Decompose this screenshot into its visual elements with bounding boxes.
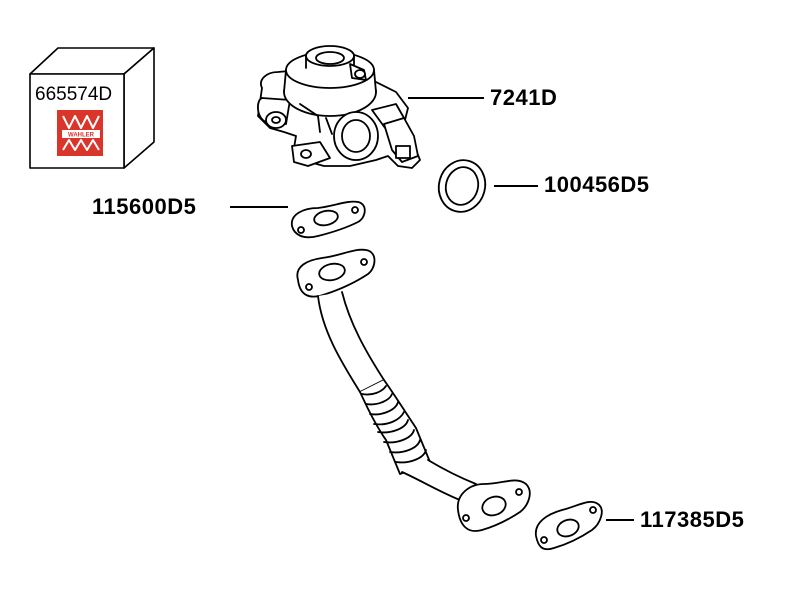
- kit-box-illustration: WAHLER: [29, 47, 155, 169]
- o-ring-gasket-illustration: [437, 159, 487, 213]
- upper-flange-gasket-illustration: [291, 200, 366, 239]
- egr-pipe-illustration: [296, 248, 531, 532]
- part-number-lower-flange-gasket: 117385D5: [640, 507, 745, 532]
- kit-box-number: 665574D: [35, 84, 113, 105]
- part-number-egr-valve: 7241D: [490, 85, 558, 110]
- egr-valve-illustration: [257, 45, 421, 169]
- part-number-upper-flange-gasket: 115600D5: [92, 194, 197, 219]
- brand-logo: WAHLER: [57, 110, 103, 156]
- brand-logo-text: WAHLER: [68, 133, 95, 139]
- lower-flange-gasket-illustration: [535, 500, 603, 551]
- part-number-o-ring-gasket: 100456D5: [544, 172, 650, 197]
